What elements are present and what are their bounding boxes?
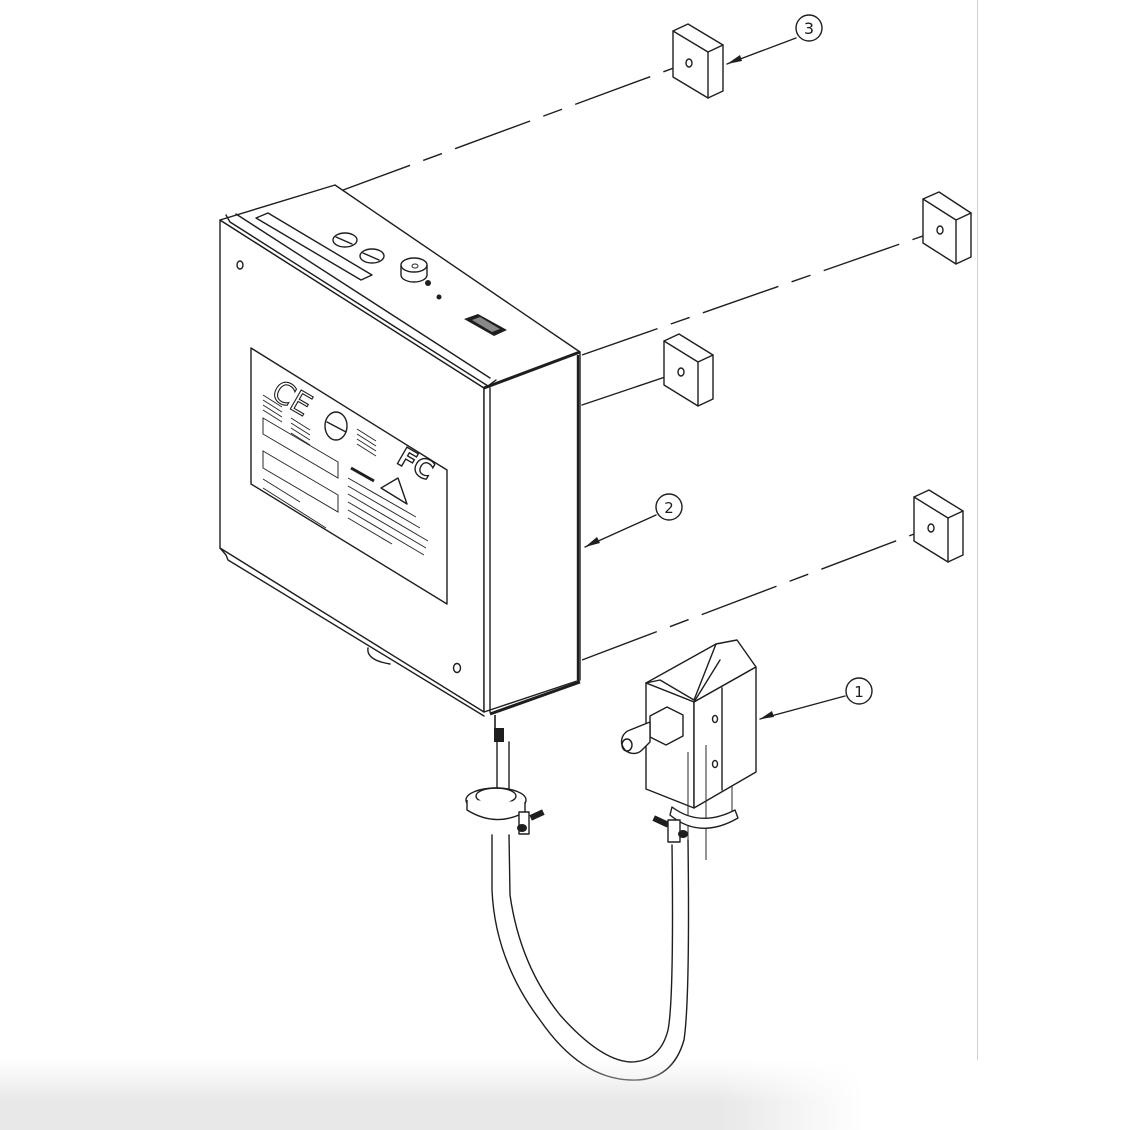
usb-port xyxy=(464,314,507,336)
adjustment-knob-2 xyxy=(359,248,385,264)
callout-2: 2 xyxy=(584,493,683,548)
callout-3-label: 3 xyxy=(804,19,814,38)
spacer-block-right-upper xyxy=(922,191,972,265)
class-symbol-icon xyxy=(324,411,348,441)
control-enclosure-box xyxy=(219,184,581,717)
callout-1: 1 xyxy=(759,677,873,720)
page-right-border xyxy=(977,0,978,1090)
warning-triangle-icon xyxy=(380,477,408,505)
spacer-block-middle xyxy=(663,333,714,407)
push-button xyxy=(400,257,431,286)
screw-top-left xyxy=(236,260,244,270)
spacer-block-right-lower xyxy=(913,489,964,563)
callout-2-label: 2 xyxy=(664,499,674,517)
callout-3: 3 xyxy=(726,14,823,65)
cable-gland xyxy=(465,715,545,835)
bottom-shadow-mask xyxy=(720,1060,1130,1130)
flexible-cable xyxy=(491,834,690,1081)
callout-1-label: 1 xyxy=(854,683,864,701)
adjustment-knob-1 xyxy=(332,232,358,248)
sensor-actuator-unit xyxy=(620,639,757,860)
spacer-block-top xyxy=(672,23,724,99)
screw-bottom-right xyxy=(452,662,462,674)
indicator-led xyxy=(436,294,442,300)
